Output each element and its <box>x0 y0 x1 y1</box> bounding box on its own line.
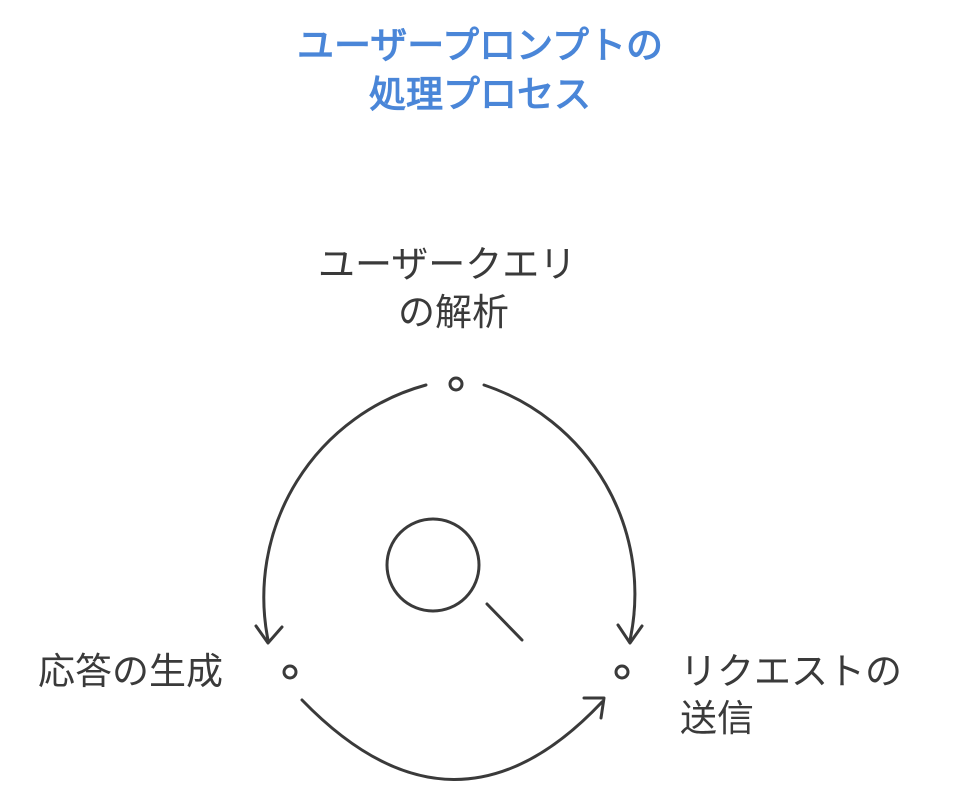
arc-top-to-left <box>262 383 428 642</box>
arrowhead-right <box>616 623 644 645</box>
arc-left-to-right <box>300 698 604 781</box>
node-dot-top <box>448 376 464 392</box>
node-label-send-request-line-1: リクエストの <box>680 650 902 693</box>
node-label-generate-response: 応答の生成 <box>38 650 223 693</box>
node-label-send-request-line-2: 送信 <box>680 697 754 740</box>
magnifier-icon <box>385 517 524 642</box>
node-label-query-analysis-line-2: の解析 <box>398 291 509 334</box>
arrowhead-left <box>254 624 284 645</box>
diagram-title-line-2: 処理プロセス <box>369 73 591 116</box>
arrowhead-bottom <box>582 696 606 720</box>
node-label-query-analysis-line-1: ユーザークエリ <box>318 243 577 286</box>
node-dot-left <box>282 664 298 680</box>
diagram-title-line-1: ユーザープロンプトの <box>297 24 663 67</box>
arc-top-to-right <box>482 383 637 642</box>
node-dot-right <box>614 664 630 680</box>
